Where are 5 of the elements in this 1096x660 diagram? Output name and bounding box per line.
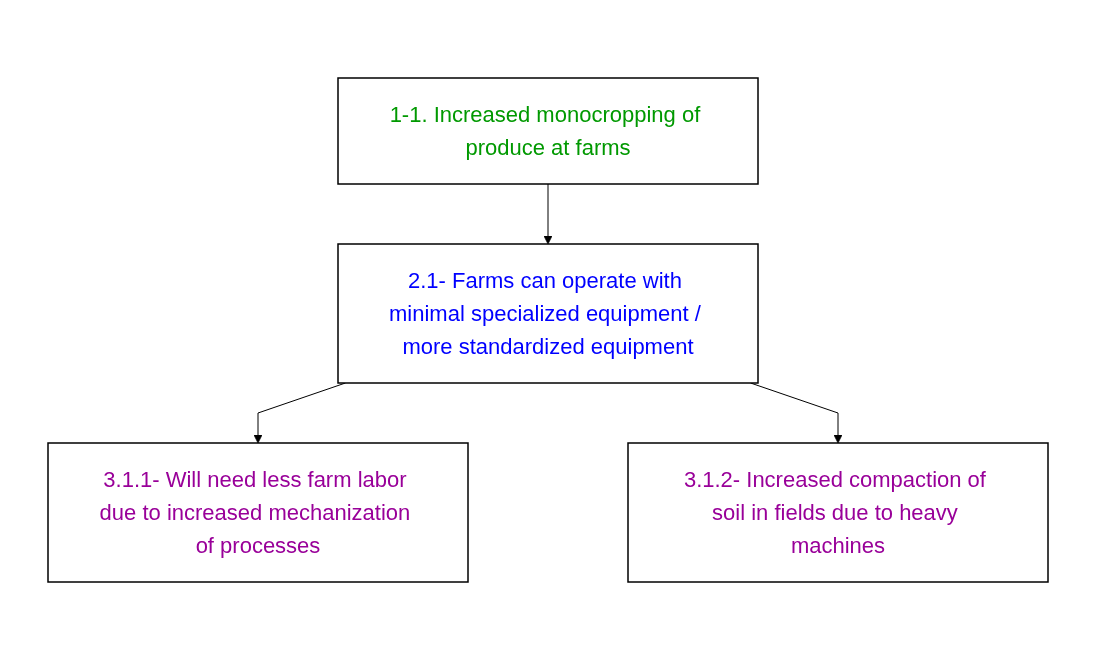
node-box: 2.1- Farms can operate with minimal specialized equipment / more standardized equipment [337,243,759,384]
node-box: 1-1. Increased monocropping of produce at farms [337,77,759,185]
node-box: 3.1.2- Increased compaction of soil in fields due to heavy machines [627,442,1049,583]
node-box: 3.1.1- Will need less farm labor due to increased mechanization of processes [47,442,469,583]
arrow [543,183,553,245]
